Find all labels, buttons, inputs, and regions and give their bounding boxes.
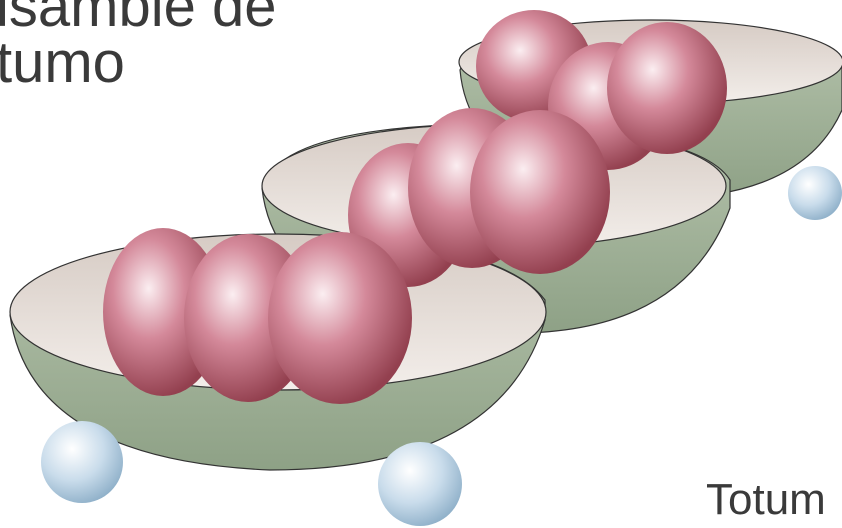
beads-front-group xyxy=(103,228,412,404)
bead xyxy=(607,22,727,154)
support-ball-back-right xyxy=(788,166,842,220)
totum-label: Totum xyxy=(706,478,826,522)
title-line-2: tumo xyxy=(0,34,125,92)
support-ball-front-left xyxy=(41,421,123,503)
bead xyxy=(268,232,412,404)
bead xyxy=(470,110,610,274)
support-ball-front-right xyxy=(378,442,462,526)
